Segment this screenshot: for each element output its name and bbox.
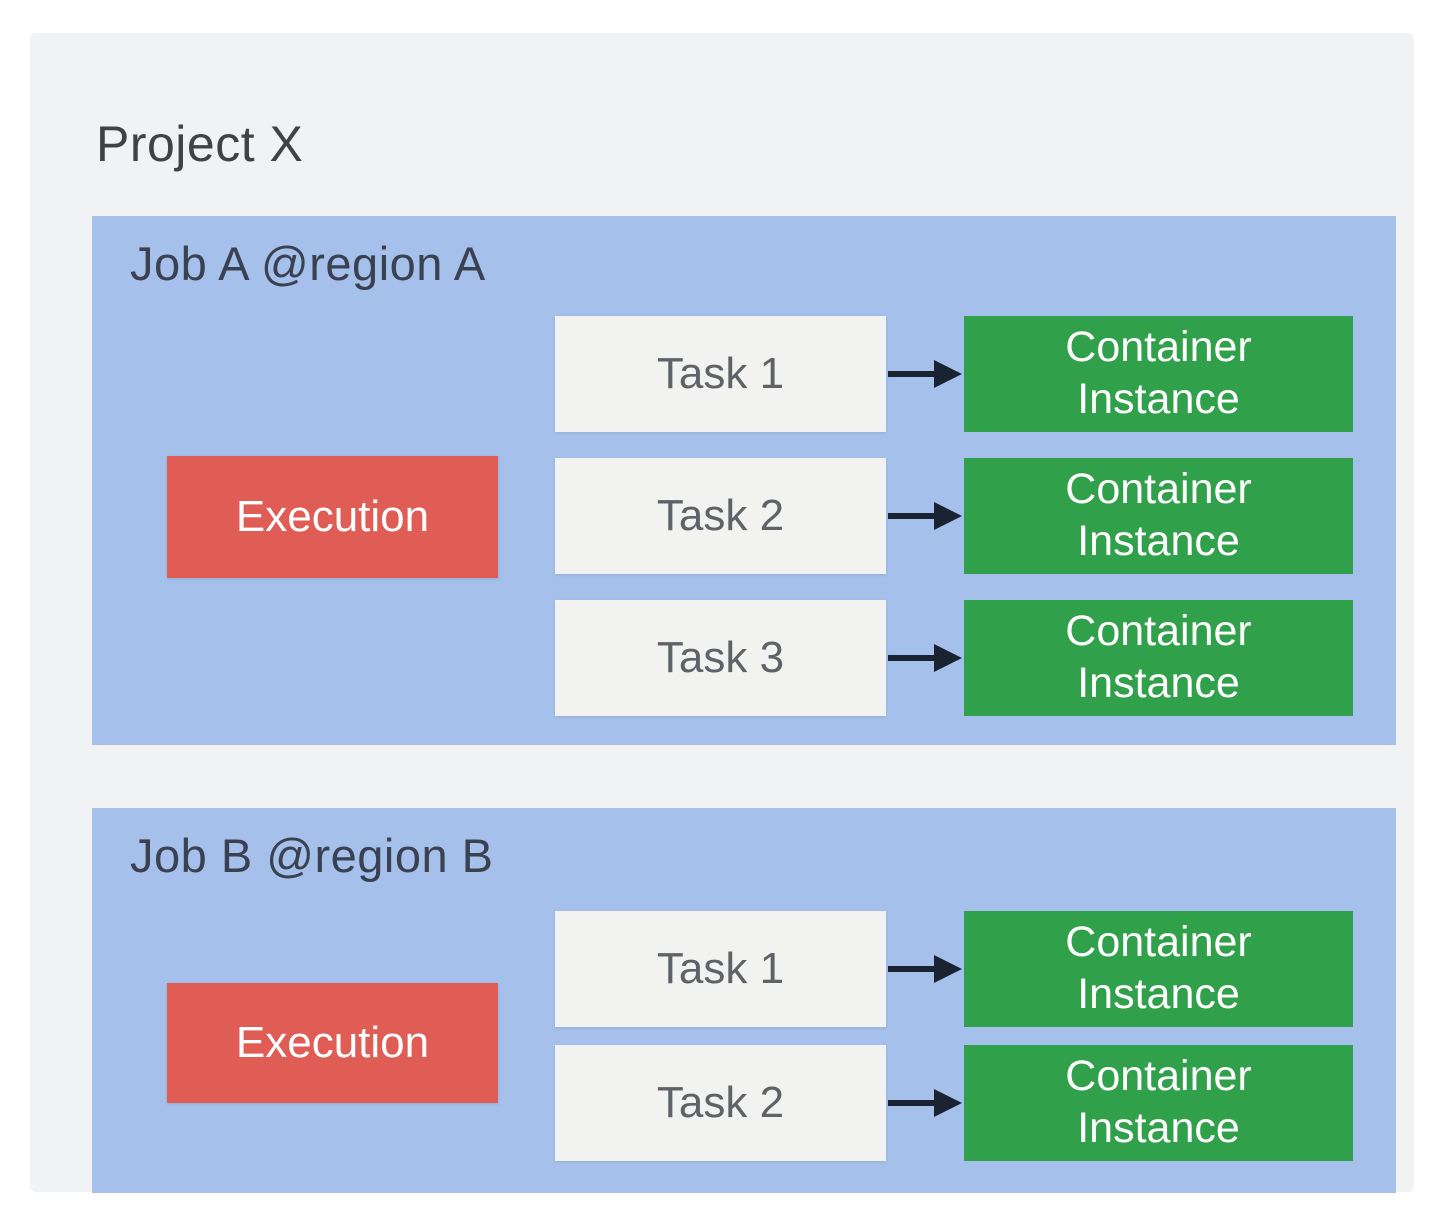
container-instance-label: Container Instance bbox=[1065, 607, 1252, 707]
task-box: Task 2 bbox=[555, 1045, 886, 1161]
container-instance-box: Container Instance bbox=[964, 911, 1353, 1027]
task-row: Task 2 Container Instance bbox=[555, 1045, 1353, 1161]
project-panel: Project X Job A @region A Execution Task… bbox=[30, 33, 1414, 1193]
job-b-execution-box: Execution bbox=[167, 983, 498, 1103]
arrow-icon bbox=[888, 502, 962, 530]
task-box: Task 1 bbox=[555, 911, 886, 1027]
task-row: Task 1 Container Instance bbox=[555, 316, 1353, 432]
task-label: Task 3 bbox=[656, 633, 785, 682]
task-box: Task 3 bbox=[555, 600, 886, 716]
job-a-execution-box: Execution bbox=[167, 456, 498, 578]
job-b-title: Job B @region B bbox=[130, 829, 494, 882]
container-instance-label: Container Instance bbox=[1065, 918, 1252, 1018]
job-a-task-rows: Task 1 Container Instance Task 2 bbox=[555, 316, 1353, 716]
container-instance-box: Container Instance bbox=[964, 1045, 1353, 1161]
arrow-icon bbox=[888, 1089, 962, 1117]
task-box: Task 2 bbox=[555, 458, 886, 574]
execution-label: Execution bbox=[235, 1018, 430, 1067]
job-a-title: Job A @region A bbox=[130, 237, 486, 290]
job-b-task-rows: Task 1 Container Instance Task 2 bbox=[555, 911, 1353, 1161]
task-box: Task 1 bbox=[555, 316, 886, 432]
container-instance-box: Container Instance bbox=[964, 458, 1353, 574]
arrow-icon bbox=[888, 955, 962, 983]
task-label: Task 2 bbox=[656, 1078, 785, 1127]
job-b-box: Job B @region B Execution Task 1 Contain… bbox=[92, 808, 1396, 1193]
container-instance-box: Container Instance bbox=[964, 600, 1353, 716]
task-row: Task 2 Container Instance bbox=[555, 458, 1353, 574]
job-a-box: Job A @region A Execution Task 1 Contain… bbox=[92, 216, 1396, 745]
container-instance-box: Container Instance bbox=[964, 316, 1353, 432]
task-row: Task 3 Container Instance bbox=[555, 600, 1353, 716]
project-title: Project X bbox=[96, 116, 304, 172]
task-row: Task 1 Container Instance bbox=[555, 911, 1353, 1027]
execution-label: Execution bbox=[235, 492, 430, 541]
arrow-icon bbox=[888, 644, 962, 672]
task-label: Task 1 bbox=[656, 349, 785, 398]
container-instance-label: Container Instance bbox=[1065, 465, 1252, 565]
task-label: Task 2 bbox=[656, 491, 785, 540]
container-instance-label: Container Instance bbox=[1065, 323, 1252, 423]
container-instance-label: Container Instance bbox=[1065, 1052, 1252, 1152]
task-label: Task 1 bbox=[656, 944, 785, 993]
arrow-icon bbox=[888, 360, 962, 388]
